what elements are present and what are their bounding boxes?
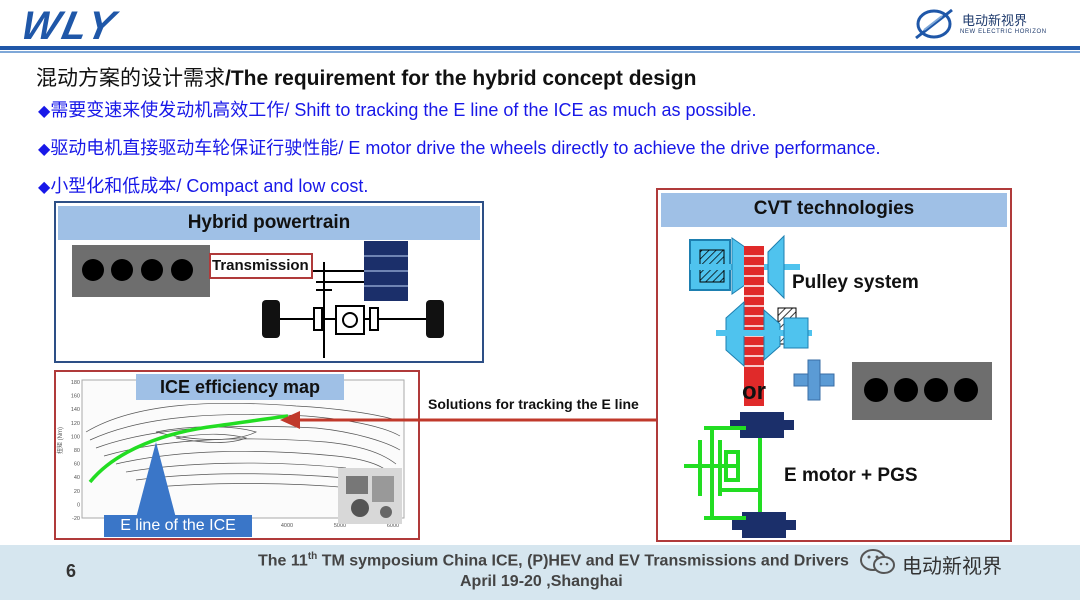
hybrid-powertrain-panel <box>54 201 484 363</box>
solutions-arrow <box>280 411 656 429</box>
wechat-icon <box>860 549 895 574</box>
diamond-bullet-icon: ◆ <box>38 141 51 158</box>
hybrid-panel-title: Hybrid powertrain <box>58 206 480 240</box>
transmission-label: Transmission <box>212 257 309 274</box>
cylinder <box>82 259 104 281</box>
header-rule <box>0 46 1080 50</box>
page-number: 6 <box>66 561 77 581</box>
bullet-item: ◆驱动电机直接驱动车轮保证行驶性能/ E motor drive the whe… <box>38 138 881 159</box>
efficiency-contours <box>85 402 401 489</box>
y-tick-label: 40 <box>74 475 80 481</box>
x-tick-label: 6000 <box>387 523 399 529</box>
cvt-diagram <box>684 234 992 538</box>
wechat-account-name: 电动新视界 <box>902 554 1002 578</box>
ice-map-title: ICE efficiency map <box>136 374 344 400</box>
y-tick-label: 180 <box>71 380 80 386</box>
diamond-bullet-icon: ◆ <box>38 179 51 196</box>
y-tick-label: 20 <box>74 489 80 495</box>
cylinder <box>111 259 133 281</box>
engine-photo <box>338 468 402 524</box>
footer-bar <box>0 545 1080 600</box>
brand-tagline: NEW ELECTRIC HORIZON <box>960 29 1047 35</box>
company-logo: WLY <box>17 4 122 48</box>
arrow-head-icon <box>280 411 300 429</box>
cvt-technologies-panel <box>656 188 1012 542</box>
wechat-watermark: 电动新视界 <box>858 548 1068 578</box>
y-axis-ticks: 180 160 140 120 100 80 60 40 20 0 -20 <box>71 380 80 522</box>
bullet-item: ◆需要变速来使发动机高效工作/ Shift to tracking the E … <box>38 100 757 121</box>
y-tick-label: 100 <box>71 434 80 440</box>
slide-title-en: /The requirement for the hybrid concept … <box>225 67 697 90</box>
y-tick-label: 120 <box>71 421 80 427</box>
engine-block-cvt <box>852 362 992 420</box>
conference-date-location: April 19-20 ,Shanghai <box>460 573 623 590</box>
e-line-callout-pointer <box>136 442 176 518</box>
y-tick-label: 80 <box>74 448 80 454</box>
x-tick-label: 5000 <box>334 523 346 529</box>
cylinder <box>171 259 193 281</box>
pulley-system-label: Pulley system <box>792 272 919 293</box>
x-tick-label: 4000 <box>281 523 293 529</box>
wheel <box>426 300 444 338</box>
cvt-panel-title: CVT technologies <box>661 193 1007 227</box>
pulley-system-graphic <box>689 234 812 406</box>
y-axis-label: 扭矩 (Nm) <box>56 427 64 454</box>
slide-title-cn: 混动方案的设计需求 <box>36 66 225 90</box>
e-line-label: E line of the ICE <box>104 515 252 537</box>
e-motor-pgs-graphic <box>684 412 796 538</box>
conference-title: The 11th TM symposium China ICE, (P)HEV … <box>258 551 849 570</box>
e-line-curve <box>88 414 289 484</box>
plus-icon <box>793 359 835 401</box>
or-label: or <box>742 378 766 405</box>
header-rule-thin <box>0 51 1080 53</box>
e-motor-pgs-label: E motor + PGS <box>784 465 918 486</box>
brand-name: 电动新视界 <box>962 14 1028 29</box>
bullet-item: ◆小型化和低成本/ Compact and low cost. <box>38 176 369 197</box>
cylinder <box>141 259 163 281</box>
differential <box>335 305 365 335</box>
brand-logo: 电动新视界 NEW ELECTRIC HORIZON <box>912 4 1072 44</box>
wheel <box>262 300 280 338</box>
y-tick-label: -20 <box>72 516 80 522</box>
y-tick-label: 140 <box>71 407 80 413</box>
y-tick-label: 60 <box>74 462 80 468</box>
transmission-box <box>209 253 313 279</box>
y-tick-label: 160 <box>71 394 80 400</box>
arrow-label: Solutions for tracking the E line <box>428 396 639 412</box>
y-tick-label: 0 <box>77 502 80 508</box>
brand-swirl-icon <box>915 8 953 40</box>
slide-title: 混动方案的设计需求/The requirement for the hybrid… <box>36 62 696 92</box>
diamond-bullet-icon: ◆ <box>38 103 51 120</box>
